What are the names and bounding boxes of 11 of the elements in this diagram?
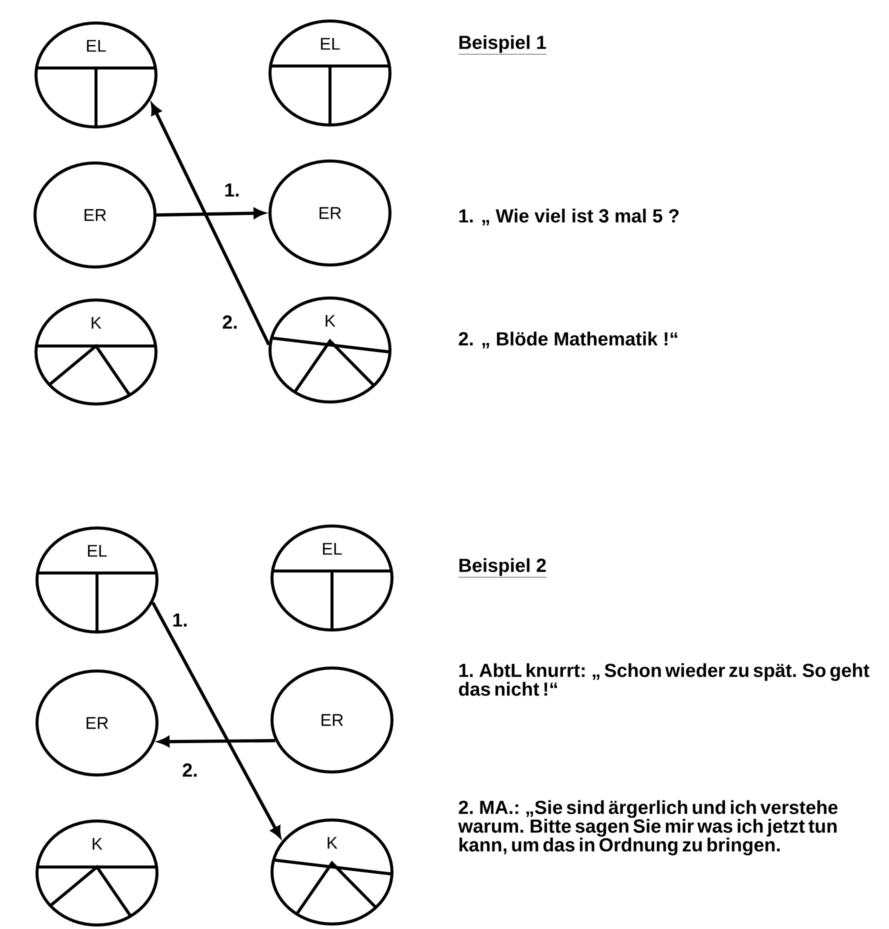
heading: Beispiel 2 xyxy=(458,558,547,578)
statement-text: 1. AbtL knurrt: „ Schon wieder zu spät. So geht das nicht !“ xyxy=(458,663,870,696)
statement-text: 1. „ Wie viel ist 3 mal 5 ? xyxy=(459,208,679,226)
edge-label: 1. xyxy=(173,614,187,627)
arrow xyxy=(151,602,281,838)
edge-label: 1. xyxy=(225,184,239,197)
edge-label: 2. xyxy=(222,315,237,329)
statement-text: 2. „ Blöde Mathematik !“ xyxy=(458,332,678,348)
statement-text: 2. MA.: „Sie sind ärgerlich und ich verstehe warum. Bitte sagen Sie mir was ich jetzt tun kann, um das in Ordnung zu bringen. xyxy=(458,800,838,856)
edge-label: 2. xyxy=(182,763,197,777)
heading: Beispiel 1 xyxy=(458,35,547,54)
